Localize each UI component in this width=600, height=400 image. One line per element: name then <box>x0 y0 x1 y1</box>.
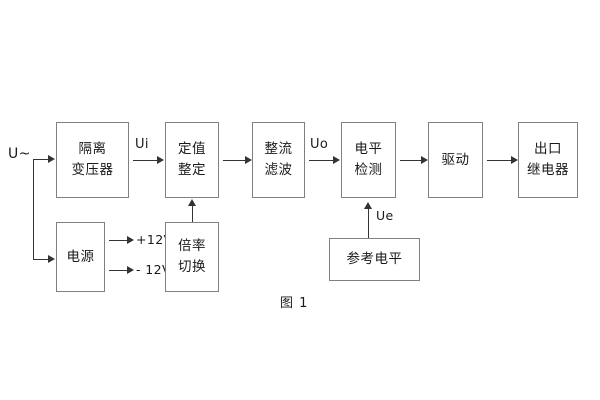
block-setting-adjust[interactable]: 定值 整定 <box>165 122 219 198</box>
block-drive-line-1: 驱动 <box>441 151 470 168</box>
transformer-to-setting-arrowhead <box>157 156 164 164</box>
block-output-relay[interactable]: 出口 继电器 <box>518 122 578 198</box>
ue-label: Ue <box>376 208 394 223</box>
rail-negative-label: - 12V <box>136 262 171 277</box>
block-isolation-transformer[interactable]: 隔离 变压器 <box>56 122 129 198</box>
rail-negative-line <box>109 270 127 271</box>
block-output-relay-line-1: 出口 <box>534 141 562 158</box>
block-reference-level[interactable]: 参考电平 <box>329 238 420 281</box>
drive-to-relay-arrowhead <box>511 156 518 164</box>
block-drive[interactable]: 驱动 <box>428 122 483 198</box>
multiplier-to-setting-line <box>192 205 193 222</box>
block-isolation-transformer-line-1: 隔离 <box>78 141 107 158</box>
rail-positive-line <box>109 240 127 241</box>
block-rectify-filter[interactable]: 整流 滤波 <box>252 122 305 198</box>
input-branch-vertical-line <box>33 159 34 259</box>
block-isolation-transformer-line-2: 变压器 <box>71 162 114 178</box>
block-level-detect[interactable]: 电平 检测 <box>341 122 396 198</box>
reference-to-level-line <box>368 208 369 238</box>
block-level-detect-line-1: 电平 <box>354 141 383 158</box>
level-to-drive-arrowhead <box>421 156 428 164</box>
block-setting-adjust-line-1: 定值 <box>178 141 206 158</box>
rectify-to-level-line <box>309 160 333 161</box>
rail-negative-arrowhead <box>127 266 134 274</box>
setting-to-rectify-arrowhead <box>245 156 252 164</box>
input-supply-label: U~ <box>8 146 31 162</box>
block-reference-level-line-1: 参考电平 <box>346 251 403 268</box>
figure-caption: 图 1 <box>280 296 309 311</box>
ui-label: Ui <box>135 137 149 152</box>
block-rectify-filter-line-2: 滤波 <box>264 162 293 178</box>
uo-label: Uo <box>310 137 329 152</box>
block-multiplier-switch-line-2: 切换 <box>178 259 206 275</box>
block-rectify-filter-line-1: 整流 <box>264 141 293 158</box>
rail-positive-label: +12V <box>136 232 173 247</box>
block-setting-adjust-line-2: 整定 <box>178 162 206 178</box>
level-to-drive-line <box>400 160 421 161</box>
block-multiplier-switch[interactable]: 倍率 切换 <box>165 222 219 292</box>
block-power-supply-line-1: 电源 <box>66 248 95 265</box>
rail-positive-arrowhead <box>127 236 134 244</box>
block-power-supply[interactable]: 电源 <box>56 222 105 292</box>
transformer-to-setting-line <box>133 160 157 161</box>
setting-to-rectify-line <box>223 160 245 161</box>
rectify-to-level-arrowhead <box>333 156 340 164</box>
reference-to-level-arrowhead <box>364 202 372 209</box>
multiplier-to-setting-arrowhead <box>188 199 196 206</box>
input-to-power-arrowhead <box>48 255 55 263</box>
input-to-transformer-arrowhead <box>48 155 55 163</box>
input-to-power-line <box>33 259 48 260</box>
block-level-detect-line-2: 检测 <box>354 162 383 178</box>
drive-to-relay-line <box>487 160 511 161</box>
block-multiplier-switch-line-1: 倍率 <box>178 238 206 255</box>
input-to-transformer-line <box>33 159 48 160</box>
block-output-relay-line-2: 继电器 <box>527 162 569 178</box>
